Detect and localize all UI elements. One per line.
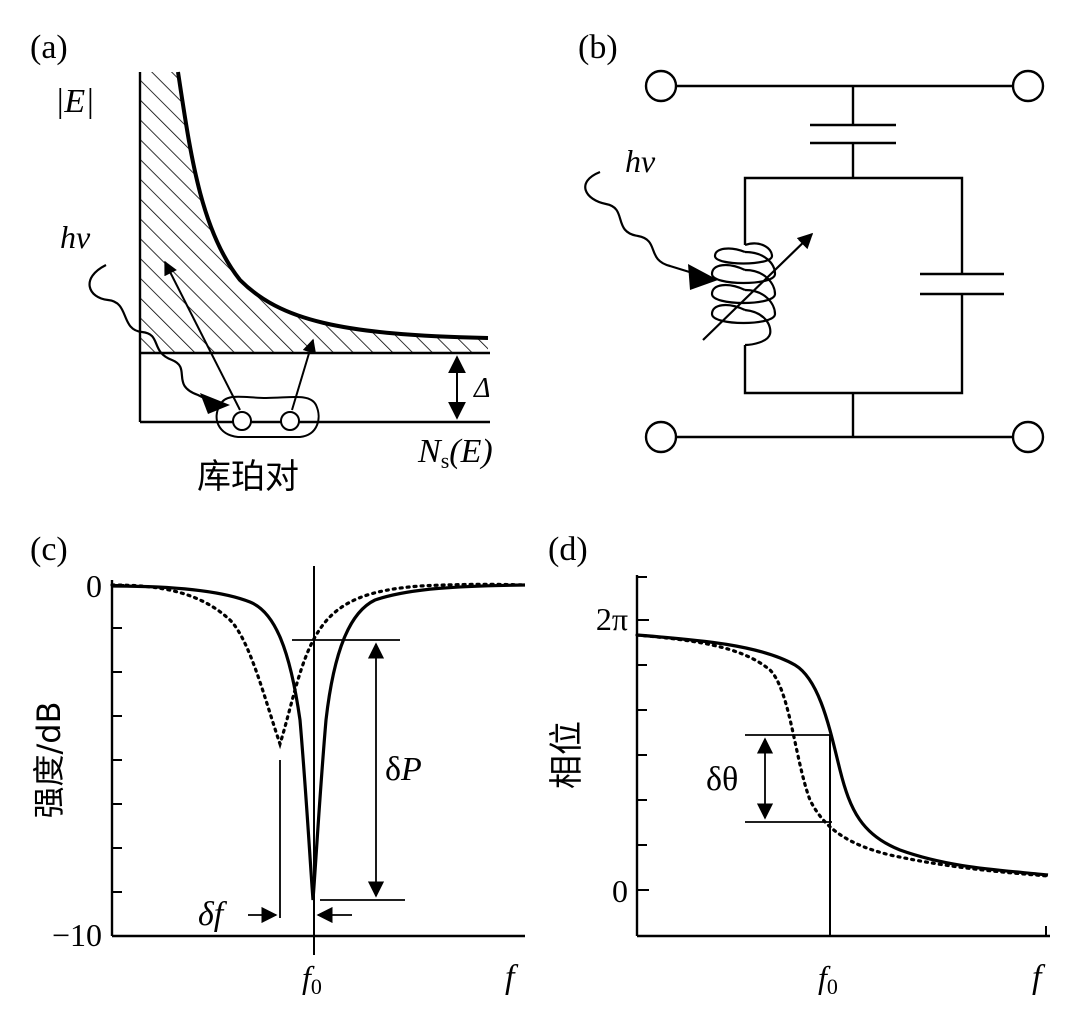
c-y-axis-title: 强度/dB [30, 701, 68, 818]
terminal-bottom-right [1011, 420, 1045, 454]
terminal-top-left [644, 69, 678, 103]
d-dtheta-label: δθ [706, 761, 738, 798]
d-x-end-label: f [1032, 959, 1046, 996]
d-y-top-label: 2π [596, 601, 628, 637]
panel-a-y-label: |E| [55, 83, 94, 120]
c-curve-original [111, 583, 526, 901]
panel-a-tag: (a) [30, 29, 68, 66]
electron-left [232, 411, 252, 431]
d-curve-original [636, 633, 1049, 877]
electron-right [280, 411, 300, 431]
c-y-top-label: 0 [86, 568, 102, 604]
c-curve-shifted [110, 582, 527, 750]
d-y-axis-title: 相位 [547, 721, 587, 789]
cooper-pair-label: 库珀对 [197, 457, 299, 497]
panel-d-tag: (d) [548, 531, 588, 568]
dos-curve [176, 71, 489, 340]
c-f0-label: f0 [302, 959, 322, 999]
photon-wave-a [88, 264, 215, 404]
variable-inductor [710, 242, 777, 347]
panel-b: (b) hv [578, 29, 1045, 454]
excitation-arrow-long [164, 260, 241, 411]
terminal-top-right [1011, 69, 1045, 103]
c-x-end-label: f [505, 959, 519, 996]
c-deltap-label: δP [385, 751, 422, 788]
panel-a: (a) |E| Δ hv 库珀对 Ns(E) [30, 29, 493, 497]
photon-label-b: hv [625, 143, 656, 179]
resonator-loop [743, 176, 964, 395]
panel-c-tag: (c) [30, 531, 68, 568]
panel-b-tag: (b) [578, 29, 618, 66]
c-y-bottom-label: −10 [52, 917, 102, 953]
panel-c: (c) δP δf 0 −10 f0 f [30, 531, 527, 999]
cooper-pair-outline [215, 395, 320, 438]
c-y-ticks [112, 584, 124, 893]
d-f0-label: f0 [818, 959, 838, 999]
d-y-bottom-label: 0 [612, 873, 628, 909]
photon-wave-b [584, 170, 697, 276]
panel-d: (d) δθ 2π 0 f0 f 相位 [547, 531, 1050, 999]
d-curve-shifted [635, 633, 1050, 878]
tunable-arrow [702, 232, 814, 341]
photon-arrowhead-a [200, 393, 230, 414]
photon-label-a: hv [60, 219, 91, 255]
c-deltaf-label: δf [198, 896, 228, 933]
gap-label: Δ [473, 373, 490, 404]
terminal-bottom-left [644, 420, 678, 454]
d-y-ticks [637, 576, 1047, 936]
dos-x-label: Ns(E) [417, 433, 493, 473]
dos-hatched-region [141, 72, 488, 353]
photon-arrowhead-b [688, 264, 718, 290]
excitation-arrow-short [291, 338, 317, 411]
